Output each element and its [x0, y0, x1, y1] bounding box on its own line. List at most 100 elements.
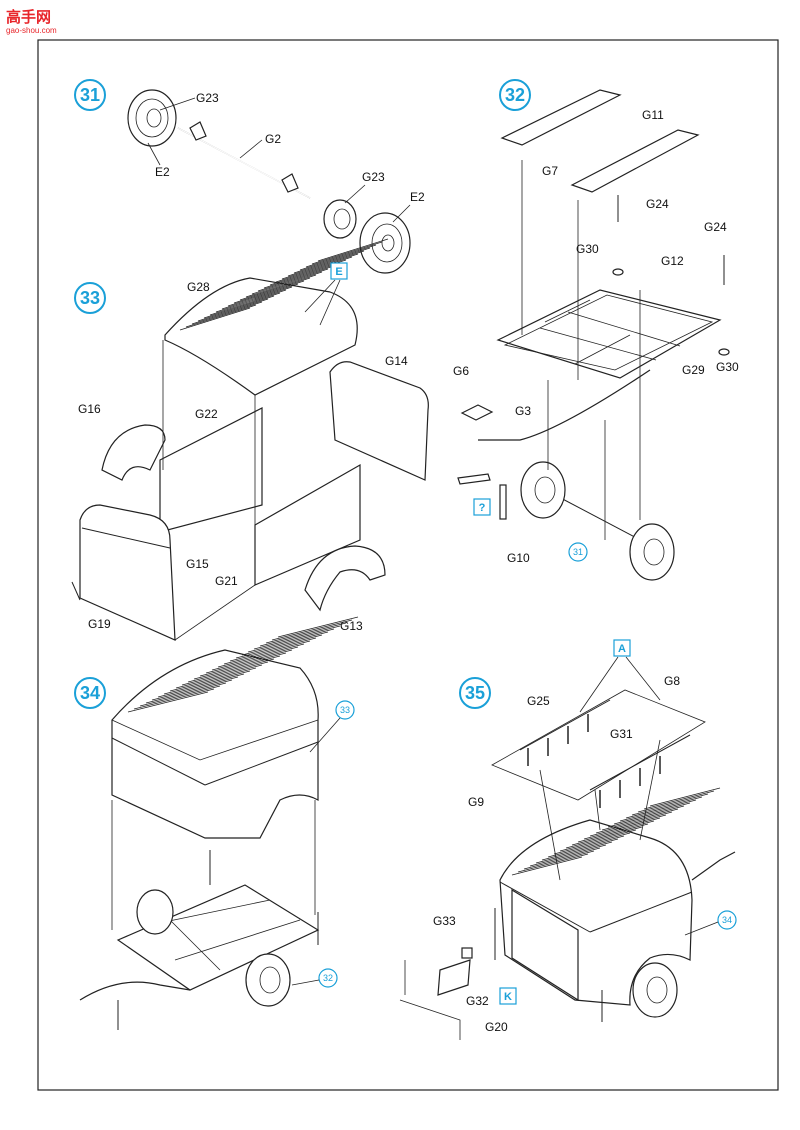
label-g8: G8: [664, 674, 680, 688]
roof-rib: [175, 667, 257, 689]
roof-rib: [583, 820, 655, 840]
front-g15: [79, 504, 176, 641]
step-34: 34 33 32: [74, 616, 359, 1030]
roof-rib: [571, 826, 643, 846]
roof-rib: [221, 286, 293, 310]
ref-33-number: 33: [340, 705, 350, 715]
roof-rib: [251, 271, 323, 295]
roof-rib: [239, 277, 311, 301]
roof-rib: [589, 817, 661, 837]
roof-rib: [277, 616, 359, 638]
callout-box-e-label: E: [335, 266, 342, 278]
panel-g22: [159, 407, 263, 533]
watermark-brand: 高手网: [6, 8, 51, 26]
label-g24-b: G24: [704, 220, 727, 234]
label-g11: G11: [642, 108, 664, 122]
roof-rib: [187, 661, 269, 683]
roof-rib: [185, 304, 257, 328]
label-g6: G6: [453, 364, 469, 378]
axle: [177, 121, 311, 199]
step-32-number: 32: [505, 85, 525, 105]
callout-box-e: [330, 262, 348, 280]
roof-rib: [565, 829, 637, 849]
plank-g7: [500, 89, 622, 146]
roof-rib: [133, 688, 215, 710]
chassis: [79, 850, 320, 1030]
roof-rib: [223, 643, 305, 665]
roof-rib: [311, 241, 383, 265]
label-g33: G33: [433, 914, 456, 928]
roof-rib: [215, 289, 287, 313]
label-g15: G15: [186, 557, 209, 571]
washer-g30-b: [718, 348, 730, 356]
ref-31-number: 31: [573, 547, 583, 557]
label-g21: G21: [215, 574, 238, 588]
roof-rib: [241, 634, 323, 656]
step-34-number: 34: [80, 683, 100, 703]
roof-rib: [547, 838, 619, 858]
roof-rack: [491, 689, 706, 808]
roof-rib: [535, 844, 607, 864]
roof-rib: [577, 823, 649, 843]
label-g9: G9: [468, 795, 484, 809]
step-35: 35 G8: [399, 639, 737, 1040]
roof-rib: [517, 853, 589, 873]
step-33-badge: [74, 282, 106, 314]
label-g28: G28: [187, 280, 210, 294]
label-g10: G10: [507, 551, 530, 565]
label-g31: G31: [610, 727, 633, 741]
roof-rib: [625, 799, 697, 819]
label-g22: G22: [195, 407, 218, 421]
label-g20: G20: [485, 1020, 508, 1034]
axle-assembly: [520, 461, 675, 581]
trailer-body: [111, 616, 359, 839]
step-31-badge: [74, 79, 106, 111]
label-g12: G12: [661, 254, 684, 268]
plank-g11: [570, 129, 700, 193]
roof-rib: [317, 238, 389, 262]
roof-rib: [169, 670, 251, 692]
roof-rib: [269, 262, 341, 286]
label-g30-b: G30: [716, 360, 739, 374]
roof-rib: [281, 256, 353, 280]
step-34-badge: [74, 677, 106, 709]
roof-rib: [211, 649, 293, 671]
label-g16: G16: [78, 402, 101, 416]
step-31-number: 31: [80, 85, 100, 105]
step-35-badge: [459, 677, 491, 709]
roof-rib: [227, 283, 299, 307]
step-35-number: 35: [465, 683, 485, 703]
roof-rib: [203, 295, 275, 319]
watermark-site: gao-shou.com: [6, 26, 57, 35]
pin-g19: [71, 581, 81, 601]
step-33: 33 G28 G14 G16 G22 G15 G21 G19 G13: [71, 238, 429, 641]
label-e2-b: E2: [410, 190, 425, 204]
roof-rib: [265, 622, 347, 644]
washer-g30-a: [612, 268, 624, 276]
roof-rib: [649, 787, 721, 807]
label-e2-a: E2: [155, 165, 170, 179]
step-32: 32: [453, 79, 739, 581]
roof-rib: [247, 631, 329, 653]
roof-rib: [619, 802, 691, 822]
roof-rib: [523, 850, 595, 870]
roof-rib: [631, 796, 703, 816]
callout-box-k-label: K: [504, 991, 512, 1003]
trailer-35: [499, 787, 736, 1022]
roof-rib: [263, 265, 335, 289]
roof-rib: [271, 619, 353, 641]
roof-rib: [127, 691, 209, 713]
callout-box-question: [473, 498, 491, 516]
label-g30-a: G30: [576, 242, 599, 256]
roof-rib: [601, 811, 673, 831]
roof-rib: [163, 673, 245, 695]
roof-rib: [233, 280, 305, 304]
side-panel-g14: [329, 361, 429, 481]
step-33-number: 33: [80, 288, 100, 308]
roof-rib: [197, 298, 269, 322]
roof-rib: [199, 655, 281, 677]
roof-rib: [511, 856, 583, 876]
roof-rib: [305, 244, 377, 268]
fender-g13: [304, 545, 386, 612]
